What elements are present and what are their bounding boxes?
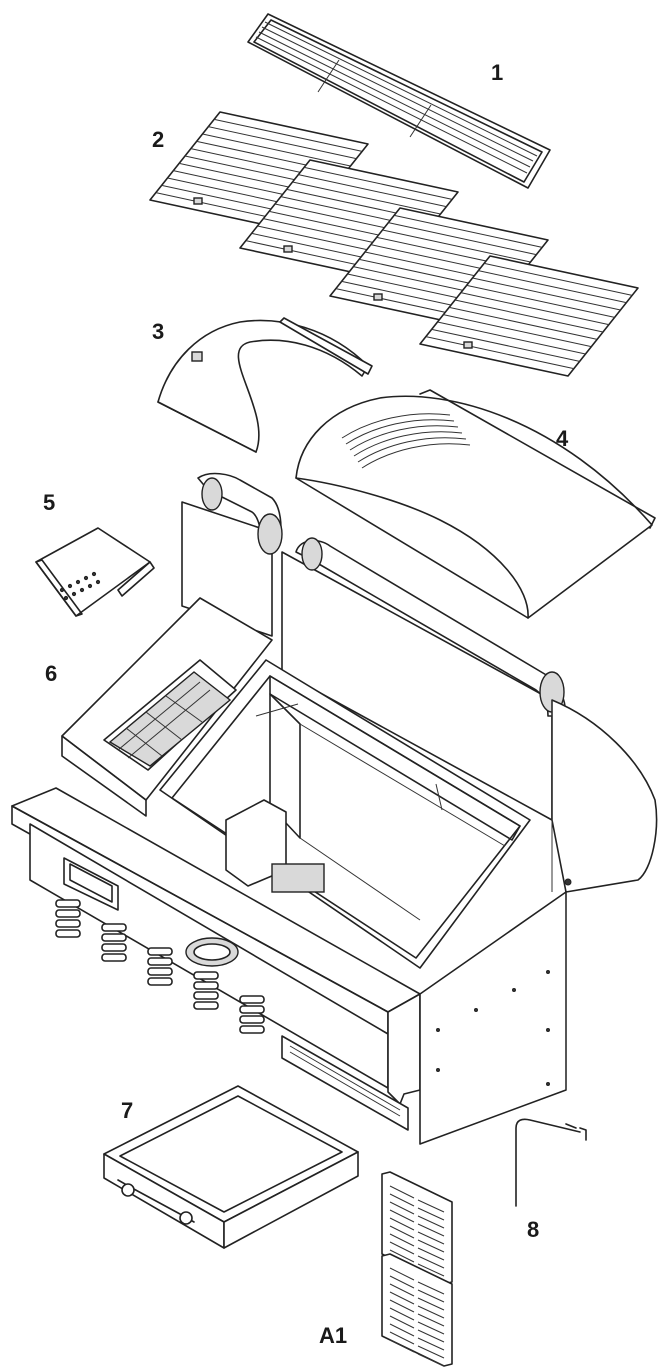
vent-slot	[55, 909, 81, 918]
vent-slot	[239, 995, 265, 1004]
label-1: 1	[491, 60, 504, 85]
vent-slot	[147, 977, 173, 986]
vent-panels-drawing	[381, 1171, 453, 1367]
label-3: 3	[152, 319, 165, 344]
vent-slot	[239, 1005, 265, 1014]
front-vent-slots	[55, 899, 265, 1034]
vent-slot	[193, 971, 219, 980]
vent-panel	[381, 1171, 453, 1285]
drip-tray-drawing	[103, 1085, 359, 1249]
vent-slot	[55, 899, 81, 908]
label-8: 8	[527, 1217, 540, 1242]
vent-slot	[147, 947, 173, 956]
label-A1: A1	[319, 1323, 348, 1348]
vent-slot	[101, 923, 127, 932]
cooking-grate	[419, 255, 639, 377]
grate-warming-rack-drawing	[247, 13, 551, 189]
vent-slot	[193, 991, 219, 1000]
vent-slot	[193, 1001, 219, 1010]
large-hood-drawing	[295, 389, 656, 619]
label-5: 5	[43, 490, 56, 515]
vent-slot	[101, 933, 127, 942]
label-6: 6	[45, 661, 58, 686]
igniter-electrode-drawing	[515, 1118, 587, 1207]
vent-slot	[147, 957, 173, 966]
vent-slot	[101, 943, 127, 952]
small-hood-drawing	[157, 317, 373, 453]
label-7: 7	[121, 1098, 134, 1123]
vent-slot	[239, 1015, 265, 1024]
side-burner-box-drawing	[61, 597, 273, 817]
vent-slot	[193, 981, 219, 990]
vent-slot	[147, 967, 173, 976]
smoker-box-drawing	[35, 527, 155, 617]
vent-slot	[239, 1025, 265, 1034]
label-2: 2	[152, 127, 165, 152]
label-4: 4	[556, 426, 569, 451]
vent-slot	[101, 953, 127, 962]
cooking-grates-drawing	[149, 111, 639, 377]
vent-slot	[55, 929, 81, 938]
vent-panel	[381, 1253, 453, 1367]
vent-slot	[55, 919, 81, 928]
grill-body-drawing	[11, 472, 658, 1145]
